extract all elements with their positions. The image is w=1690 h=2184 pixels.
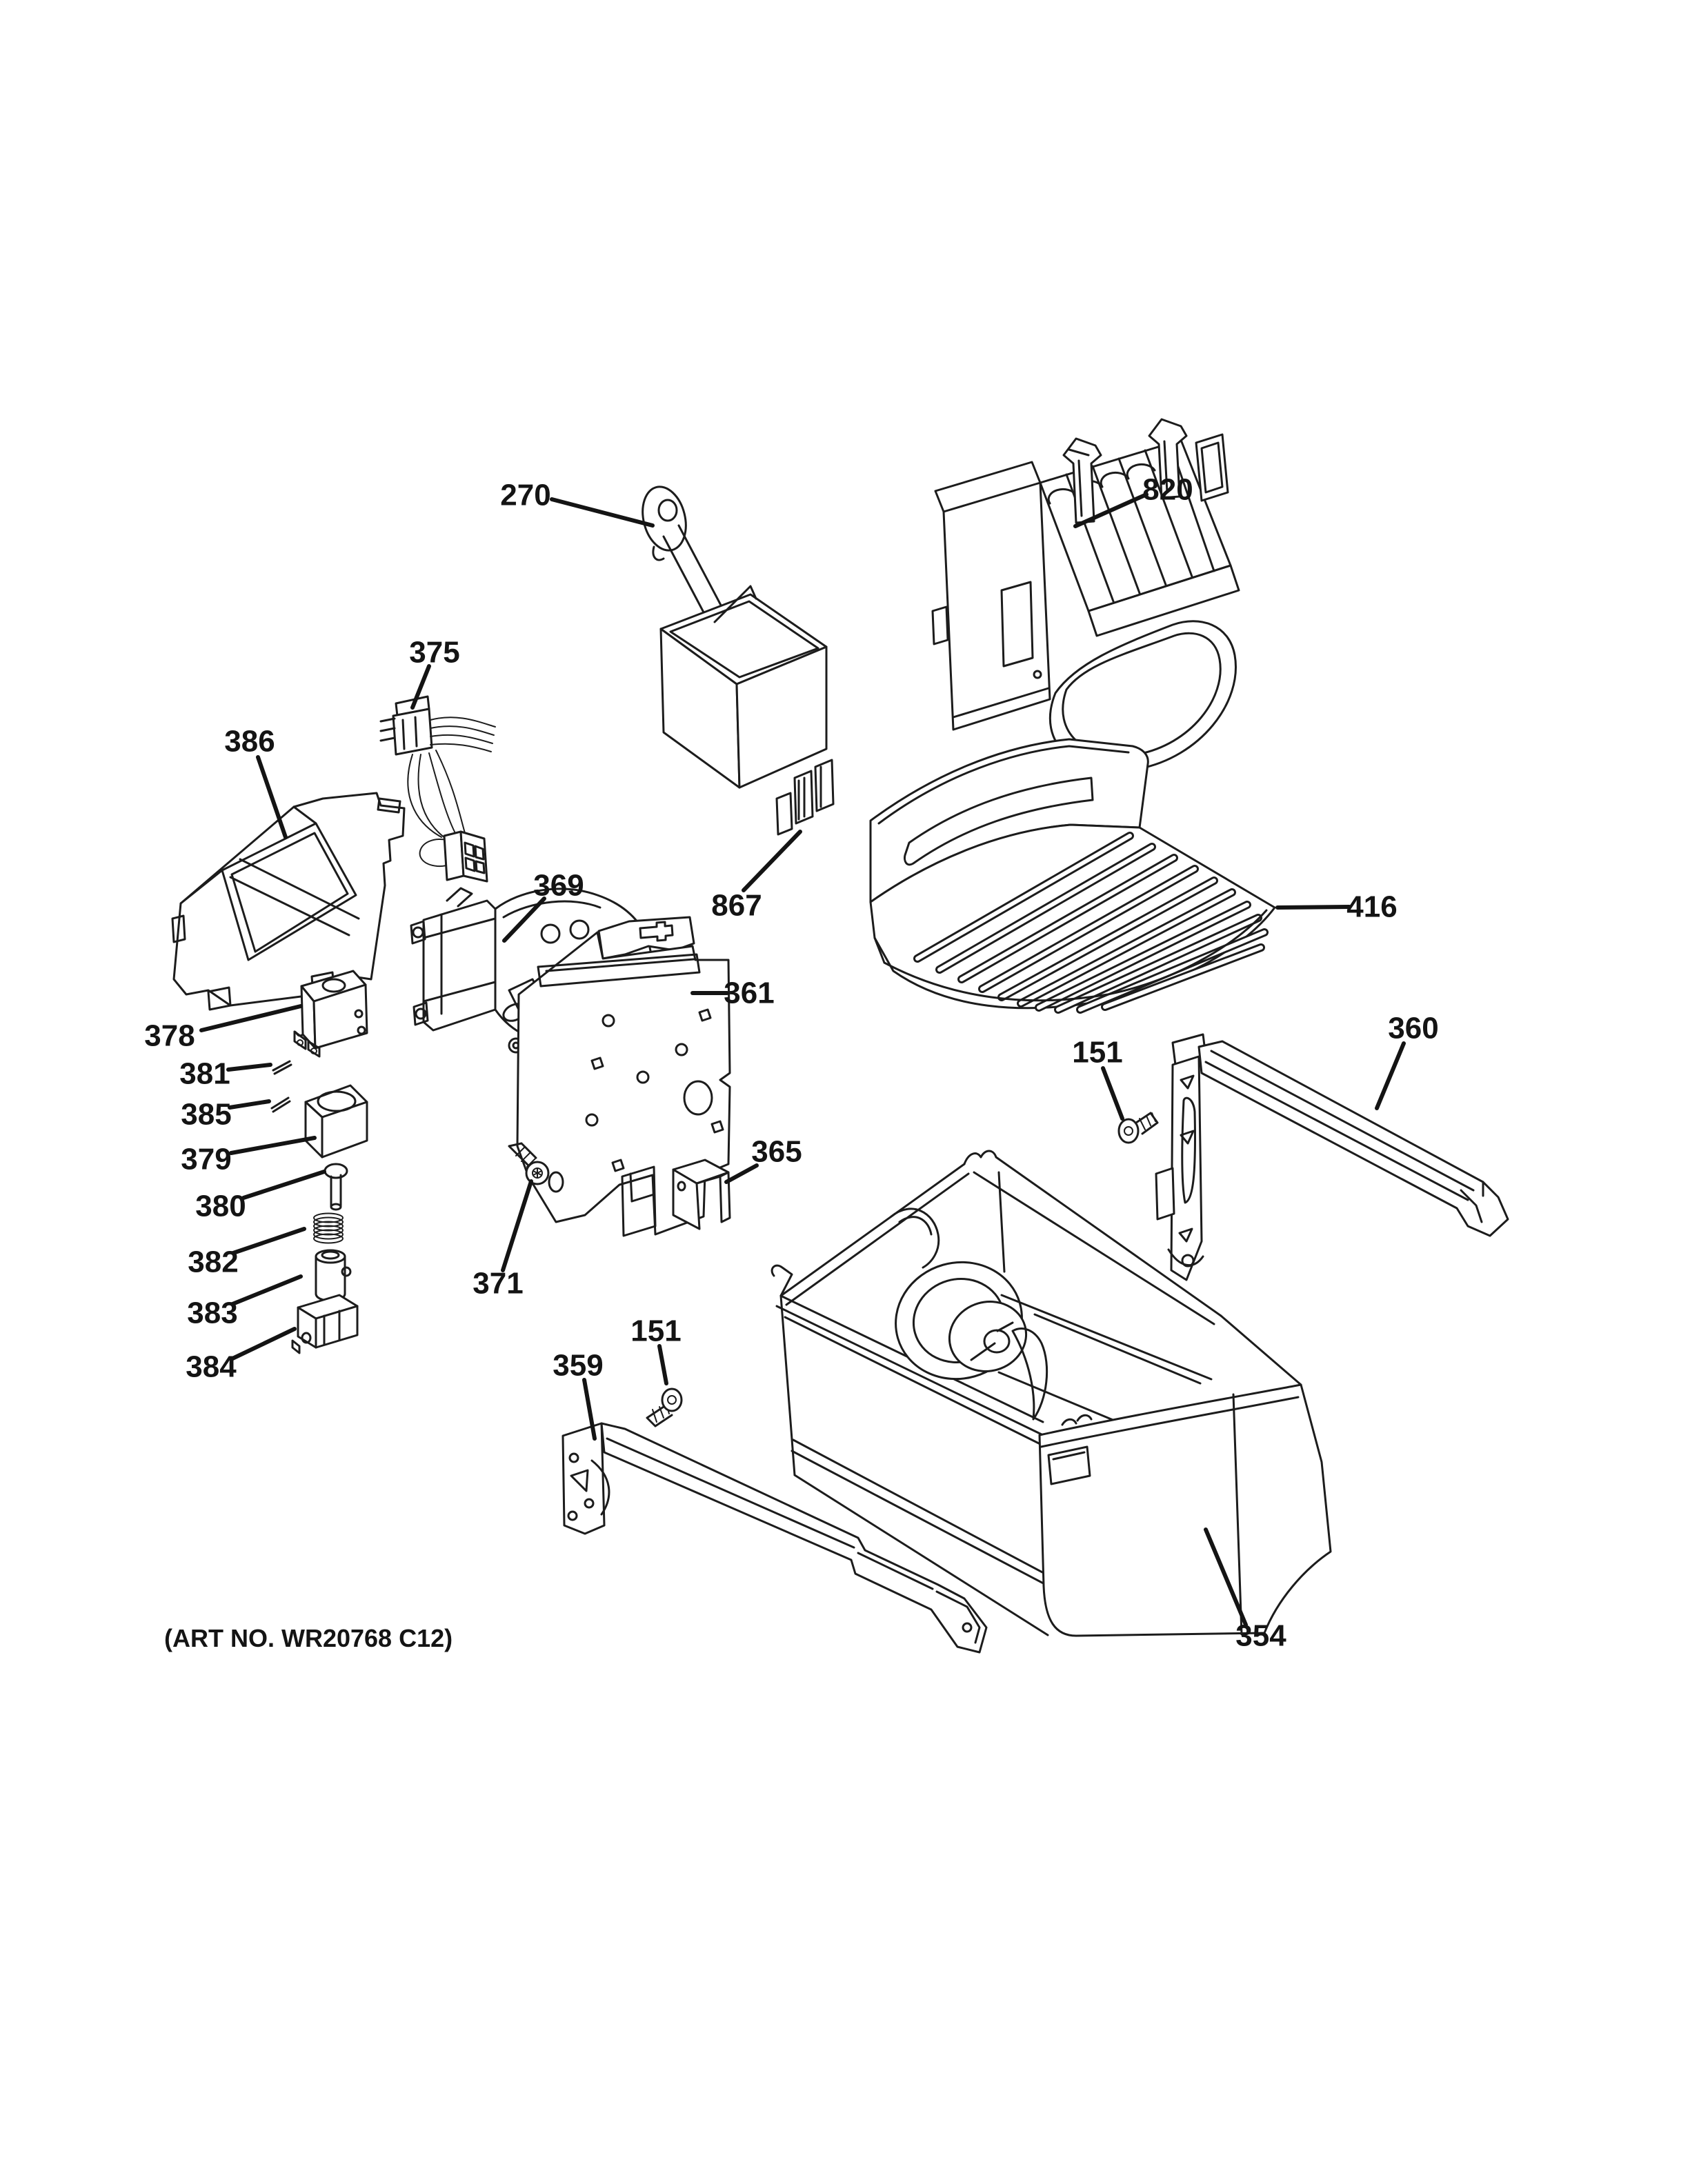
leader-line-867 bbox=[742, 830, 802, 892]
part-label-360: 360 bbox=[1388, 1012, 1438, 1045]
part-820-ice-maker bbox=[931, 418, 1240, 772]
part-360-rail-right bbox=[1155, 1033, 1509, 1281]
leader-line-365 bbox=[724, 1163, 759, 1184]
part-label-359: 359 bbox=[553, 1349, 603, 1383]
part-label-379: 379 bbox=[181, 1143, 231, 1176]
leader-line-382 bbox=[231, 1227, 306, 1255]
part-380-pin bbox=[324, 1163, 348, 1211]
part-label-151-left: 151 bbox=[630, 1314, 681, 1348]
shelf-slots bbox=[913, 832, 1269, 1014]
part-386-motor-housing bbox=[171, 792, 406, 1011]
part-label-354: 354 bbox=[1235, 1619, 1286, 1653]
leader-line-378 bbox=[199, 1004, 303, 1032]
part-label-371: 371 bbox=[473, 1267, 523, 1301]
part-379-block bbox=[304, 1084, 368, 1159]
part-378-solenoid bbox=[293, 970, 368, 1058]
part-375-wire-harness bbox=[379, 695, 496, 883]
part-label-365: 365 bbox=[751, 1135, 802, 1169]
leader-line-381 bbox=[226, 1063, 272, 1072]
leader-line-416 bbox=[1275, 905, 1351, 910]
part-label-386: 386 bbox=[224, 725, 275, 759]
part-label-384: 384 bbox=[186, 1350, 237, 1384]
leader-line-384 bbox=[229, 1327, 297, 1361]
part-382-spring bbox=[313, 1212, 344, 1244]
part-label-383: 383 bbox=[187, 1296, 237, 1330]
part-label-867: 867 bbox=[711, 889, 762, 923]
part-381-pin bbox=[272, 1060, 292, 1075]
leader-line-151-left bbox=[657, 1344, 668, 1385]
part-384-bracket bbox=[291, 1294, 359, 1354]
leader-line-386 bbox=[256, 755, 288, 839]
part-label-380: 380 bbox=[195, 1190, 246, 1223]
part-label-375: 375 bbox=[409, 636, 459, 670]
leader-line-379 bbox=[229, 1136, 317, 1155]
part-label-270: 270 bbox=[500, 479, 550, 512]
part-371-screw bbox=[508, 1142, 550, 1185]
leader-line-380 bbox=[241, 1170, 326, 1200]
part-383-coupler bbox=[315, 1249, 352, 1302]
part-354-ice-bucket bbox=[771, 1150, 1332, 1637]
part-385-pin bbox=[270, 1096, 291, 1113]
leader-line-820 bbox=[1073, 492, 1149, 528]
part-416-shelf bbox=[869, 738, 1276, 1014]
leader-line-151-right bbox=[1101, 1066, 1124, 1121]
leader-line-385 bbox=[228, 1099, 271, 1110]
part-label-381: 381 bbox=[179, 1057, 230, 1091]
leader-line-371 bbox=[501, 1179, 533, 1272]
part-359-rail-left bbox=[561, 1422, 988, 1654]
part-365-clip bbox=[672, 1159, 731, 1230]
part-867-shield-bin bbox=[659, 585, 835, 836]
part-label-378: 378 bbox=[144, 1019, 195, 1053]
part-label-361: 361 bbox=[724, 976, 774, 1010]
leader-line-360 bbox=[1375, 1041, 1406, 1110]
leader-line-359 bbox=[582, 1378, 597, 1441]
art-no-text: (ART NO. WR20768 C12) bbox=[164, 1624, 453, 1652]
part-label-382: 382 bbox=[188, 1245, 238, 1279]
leader-line-369 bbox=[502, 896, 546, 943]
part-151-screw-right bbox=[1117, 1112, 1159, 1144]
leader-line-354 bbox=[1204, 1527, 1248, 1627]
callout-layer: 270 820 375 386 867 416 369 361 378 151 360 381 385 3… bbox=[144, 473, 1438, 1653]
part-label-151-right: 151 bbox=[1072, 1036, 1122, 1070]
leader-line-270 bbox=[550, 497, 655, 528]
part-label-385: 385 bbox=[181, 1098, 231, 1132]
part-label-416: 416 bbox=[1346, 890, 1397, 924]
leader-line-375 bbox=[410, 664, 431, 710]
part-label-369: 369 bbox=[533, 869, 584, 903]
part-151-screw-left bbox=[646, 1387, 683, 1427]
leader-line-383 bbox=[230, 1274, 303, 1306]
part-label-820: 820 bbox=[1142, 473, 1193, 507]
